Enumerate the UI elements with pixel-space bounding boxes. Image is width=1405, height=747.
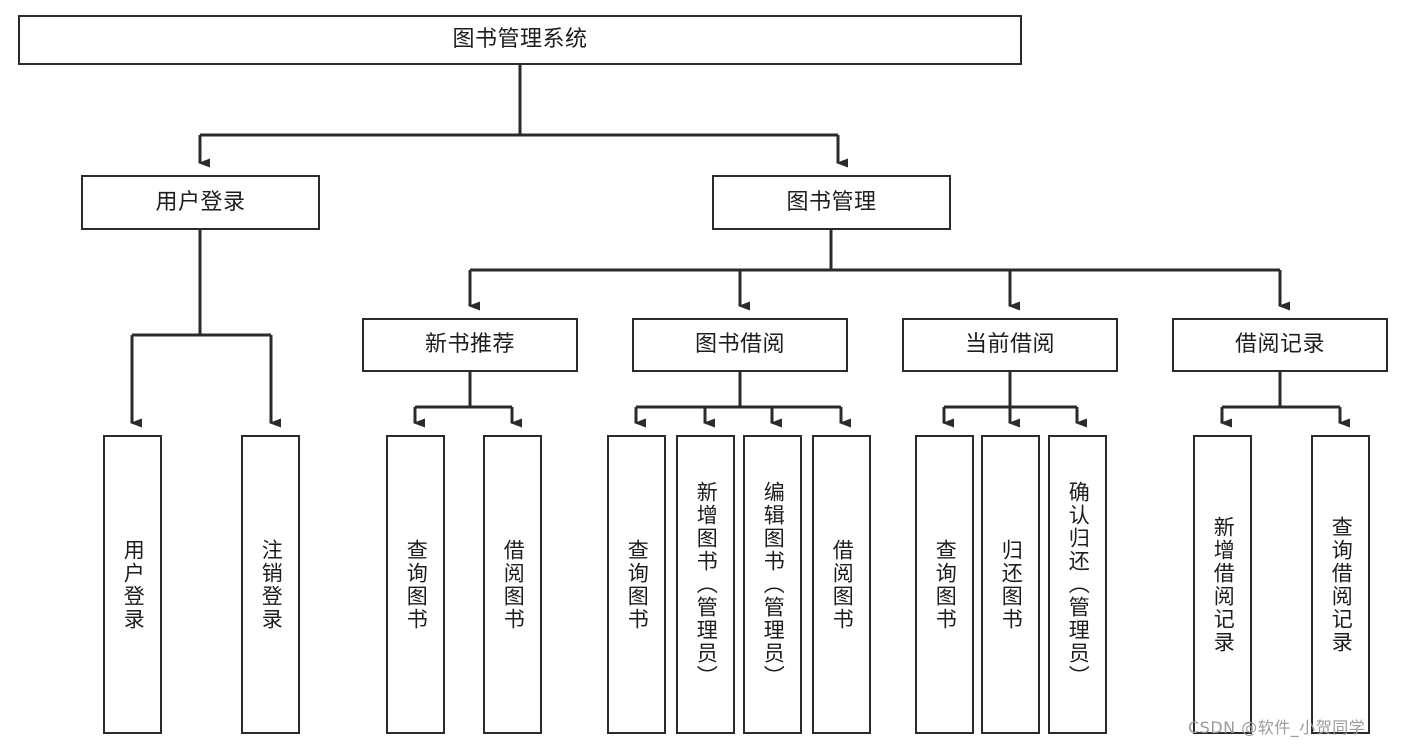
leaf-label: 新增图书（管理员） (694, 481, 719, 688)
leaf-add-book-admin[interactable]: 新增图书（管理员） (676, 435, 735, 734)
leaf-borrow-book-new[interactable]: 借阅图书 (483, 435, 542, 734)
leaf-query-borrow-record[interactable]: 查询借阅记录 (1311, 435, 1370, 734)
leaf-label: 查询借阅记录 (1329, 515, 1354, 654)
leaf-return-book[interactable]: 归还图书 (981, 435, 1040, 734)
leaf-label: 查询图书 (404, 538, 429, 631)
watermark-csdn: CSDN @软件_小贺同学 (1188, 718, 1366, 737)
node-root-system[interactable]: 图书管理系统 (18, 15, 1022, 65)
leaf-user-logout[interactable]: 注销登录 (241, 435, 300, 734)
leaf-borrow-book[interactable]: 借阅图书 (812, 435, 871, 734)
leaf-label: 编辑图书（管理员） (761, 481, 786, 688)
leaf-label: 查询图书 (933, 538, 958, 631)
node-new-book-recommend[interactable]: 新书推荐 (362, 318, 578, 372)
leaf-label: 借阅图书 (501, 538, 526, 631)
leaf-label: 确认归还（管理员） (1066, 481, 1091, 688)
leaf-label: 新增借阅记录 (1211, 515, 1236, 654)
leaf-label: 查询图书 (625, 538, 650, 631)
leaf-query-book-current[interactable]: 查询图书 (915, 435, 974, 734)
leaf-confirm-return-admin[interactable]: 确认归还（管理员） (1048, 435, 1107, 734)
leaf-query-book-new[interactable]: 查询图书 (386, 435, 445, 734)
leaf-query-book-borrow[interactable]: 查询图书 (607, 435, 666, 734)
leaf-user-login[interactable]: 用户登录 (103, 435, 162, 734)
node-book-borrow[interactable]: 图书借阅 (632, 318, 848, 372)
leaf-label: 借阅图书 (830, 538, 855, 631)
node-current-borrow[interactable]: 当前借阅 (902, 318, 1118, 372)
node-user-login[interactable]: 用户登录 (81, 175, 320, 230)
node-borrow-record[interactable]: 借阅记录 (1172, 318, 1388, 372)
leaf-add-borrow-record[interactable]: 新增借阅记录 (1193, 435, 1252, 734)
leaf-label: 用户登录 (121, 538, 146, 631)
leaf-edit-book-admin[interactable]: 编辑图书（管理员） (743, 435, 802, 734)
leaf-label: 归还图书 (999, 538, 1024, 631)
node-book-management[interactable]: 图书管理 (712, 175, 951, 230)
leaf-label: 注销登录 (259, 538, 284, 631)
